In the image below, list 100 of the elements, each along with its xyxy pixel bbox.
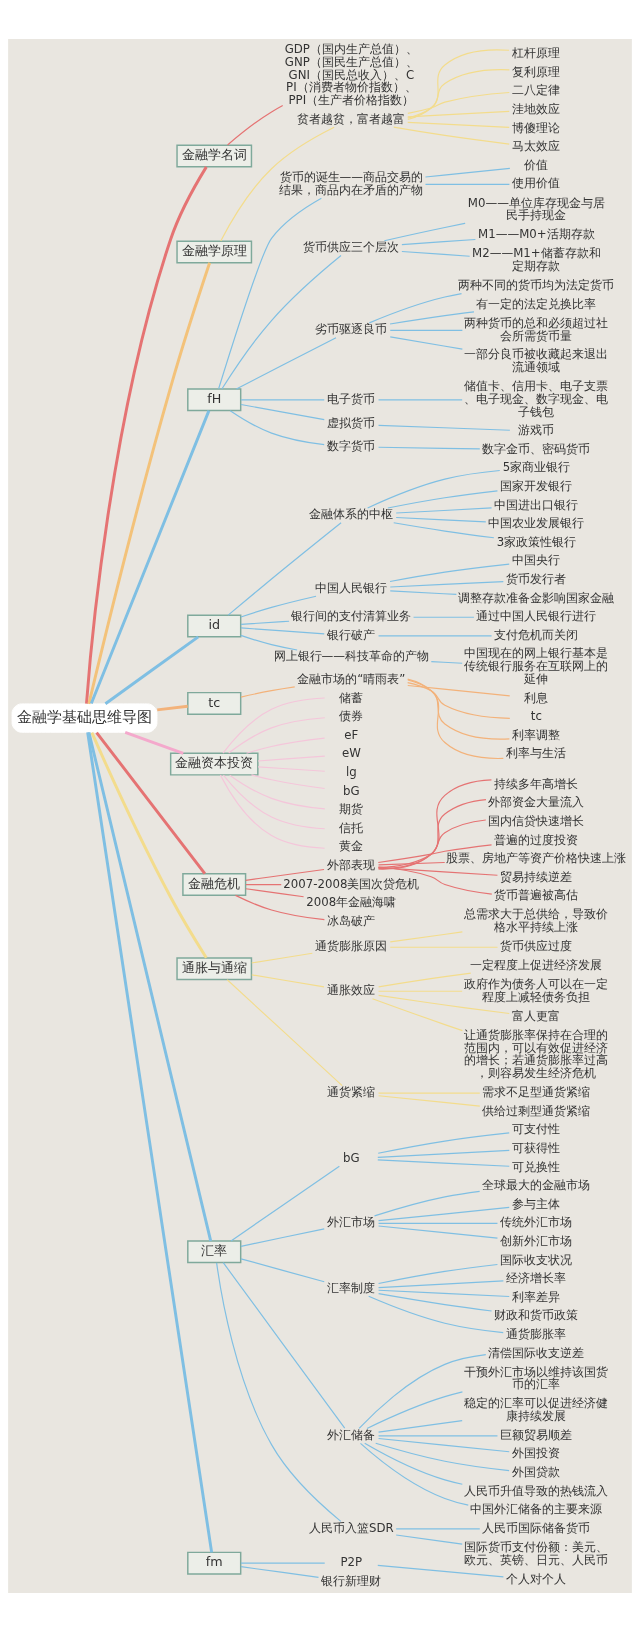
node-text: bG bbox=[343, 783, 360, 798]
node-text: 中国进出口银行 bbox=[494, 497, 579, 512]
connector bbox=[407, 91, 510, 114]
connector bbox=[219, 774, 326, 849]
node-text: 黄金 bbox=[339, 839, 364, 854]
node-text: 电子货币 bbox=[327, 391, 376, 406]
node-text: 储值卡、信用卡、电子支票、电子现金、数字现金、电子钱包 bbox=[464, 379, 609, 419]
connector bbox=[90, 732, 208, 959]
connector bbox=[383, 222, 466, 242]
connector bbox=[389, 329, 463, 331]
node-text: 财政和货币政策 bbox=[494, 1308, 579, 1323]
node-text: 洼地效应 bbox=[512, 102, 561, 117]
connector bbox=[104, 635, 200, 705]
node-text: 马太效应 bbox=[512, 139, 561, 154]
connector bbox=[377, 1225, 499, 1239]
node-text: 可支付性 bbox=[512, 1122, 561, 1137]
connector bbox=[389, 336, 463, 350]
node-text: 国际货币支付份额：美元、欧元、英镑、日元、人民币 bbox=[464, 1539, 609, 1567]
node-text: 冰岛破产 bbox=[327, 913, 376, 928]
connector bbox=[245, 737, 326, 754]
connector bbox=[393, 126, 510, 145]
node-text: M1——M0+活期存款 bbox=[478, 227, 595, 242]
connector bbox=[412, 616, 475, 618]
connector bbox=[407, 49, 510, 121]
node-text: 通货膨胀原因 bbox=[315, 939, 388, 954]
node-text: 稳定的汇率可以促进经济健康持续发展 bbox=[464, 1396, 609, 1423]
node-text: 货币普遍被高估 bbox=[494, 888, 579, 903]
connector bbox=[85, 166, 208, 704]
node-text: bG bbox=[343, 1150, 360, 1165]
connector bbox=[227, 522, 342, 616]
node-text: 货币的诞生——商品交易的结果，商品内在矛盾的产物 bbox=[279, 170, 424, 197]
node-text: 干预外汇市场以维持该国货币的汇率 bbox=[464, 1364, 609, 1392]
connector bbox=[389, 563, 510, 583]
node-box: 金融学基础思维导图 bbox=[11, 703, 158, 733]
node-text: GDP（国内生产总值）、GNP（国民生产总值）、GNI（国民总收入）、CPI（消费者物价指数）、PPI（生产者价格指数） bbox=[284, 42, 418, 108]
node-text: 网上银行——科技革命的产物 bbox=[273, 649, 430, 664]
connector bbox=[240, 1258, 325, 1283]
node-text: 贫者越贫，富者越富 bbox=[297, 111, 406, 126]
node-box: 汇率 bbox=[187, 1240, 242, 1264]
connector bbox=[378, 972, 472, 988]
connector bbox=[430, 661, 463, 664]
connector bbox=[401, 250, 471, 257]
node-text: 调整存款准备金影响国家金融 bbox=[458, 590, 615, 605]
node-box: fH bbox=[187, 388, 242, 412]
node-text: 3家政策性银行 bbox=[496, 534, 577, 549]
node-text: 期货 bbox=[339, 802, 364, 817]
node-box: 金融资本投资 bbox=[169, 752, 259, 776]
node-text: 货币供应三个层次 bbox=[303, 240, 400, 255]
connector bbox=[377, 446, 481, 450]
node-text: 2008年金融海啸 bbox=[306, 895, 397, 910]
node-text: 外国投资 bbox=[512, 1446, 561, 1461]
node-box: id bbox=[187, 614, 242, 638]
node-text: 两种货币的总和必须超过社会所需货币量 bbox=[464, 315, 609, 343]
node-text: 2007-2008美国次贷危机 bbox=[283, 876, 420, 891]
node-text: 个人对个人 bbox=[506, 1571, 567, 1586]
connector bbox=[377, 1435, 499, 1437]
connector bbox=[240, 1562, 326, 1564]
node-text: 股票、房地产等资产价格快速上涨 bbox=[446, 851, 627, 866]
node-text: 外汇市场 bbox=[327, 1215, 376, 1230]
node-text: 一定程度上促进经济发展 bbox=[470, 957, 603, 972]
node-text: 数字金币、密码货币 bbox=[482, 441, 591, 456]
connector bbox=[377, 1419, 463, 1433]
connector bbox=[377, 1095, 481, 1107]
connector bbox=[377, 779, 493, 870]
node-text: 普遍的过度投资 bbox=[494, 832, 579, 847]
connector bbox=[87, 732, 213, 1242]
node-text: 通胀效应 bbox=[327, 983, 376, 998]
node-text: 汇率制度 bbox=[327, 1280, 376, 1295]
connector bbox=[377, 990, 463, 992]
node-text: 传统外汇市场 bbox=[500, 1215, 573, 1230]
node-text: 参与主体 bbox=[512, 1196, 561, 1211]
node-text: 总需求大于总供给，导致价格水平持续上涨 bbox=[464, 907, 609, 935]
connector bbox=[377, 1149, 510, 1158]
connector bbox=[368, 293, 463, 324]
connector bbox=[368, 1295, 504, 1334]
connector bbox=[424, 183, 510, 185]
node-text: 全球最大的金融市场 bbox=[482, 1178, 591, 1193]
connector bbox=[377, 1263, 499, 1285]
node-text: 可兑换性 bbox=[512, 1159, 561, 1174]
node-text: 清偿国际收支逆差 bbox=[488, 1345, 585, 1360]
node-text: 可获得性 bbox=[512, 1140, 561, 1155]
connector bbox=[240, 399, 325, 401]
node-text: 支付危机而关闭 bbox=[494, 627, 579, 642]
node-text: 通过中国人民银行进行 bbox=[476, 609, 597, 624]
connector bbox=[377, 1159, 510, 1167]
node-text: 利率与生活 bbox=[506, 746, 567, 761]
connector bbox=[377, 861, 446, 866]
node-text: 5家商业银行 bbox=[502, 460, 571, 475]
node-text: 虚拟货币 bbox=[327, 416, 376, 431]
connector bbox=[377, 1206, 510, 1222]
connector bbox=[230, 1165, 340, 1242]
connector bbox=[221, 254, 342, 390]
connector bbox=[87, 262, 212, 705]
connector bbox=[218, 197, 322, 390]
connector bbox=[377, 424, 511, 431]
node-text: 两种不同的货币均为法定货币 bbox=[458, 278, 615, 293]
node-box: tc bbox=[187, 691, 242, 715]
connector bbox=[375, 1442, 510, 1472]
connector bbox=[229, 774, 326, 810]
node-text: 二八定律 bbox=[512, 83, 561, 98]
